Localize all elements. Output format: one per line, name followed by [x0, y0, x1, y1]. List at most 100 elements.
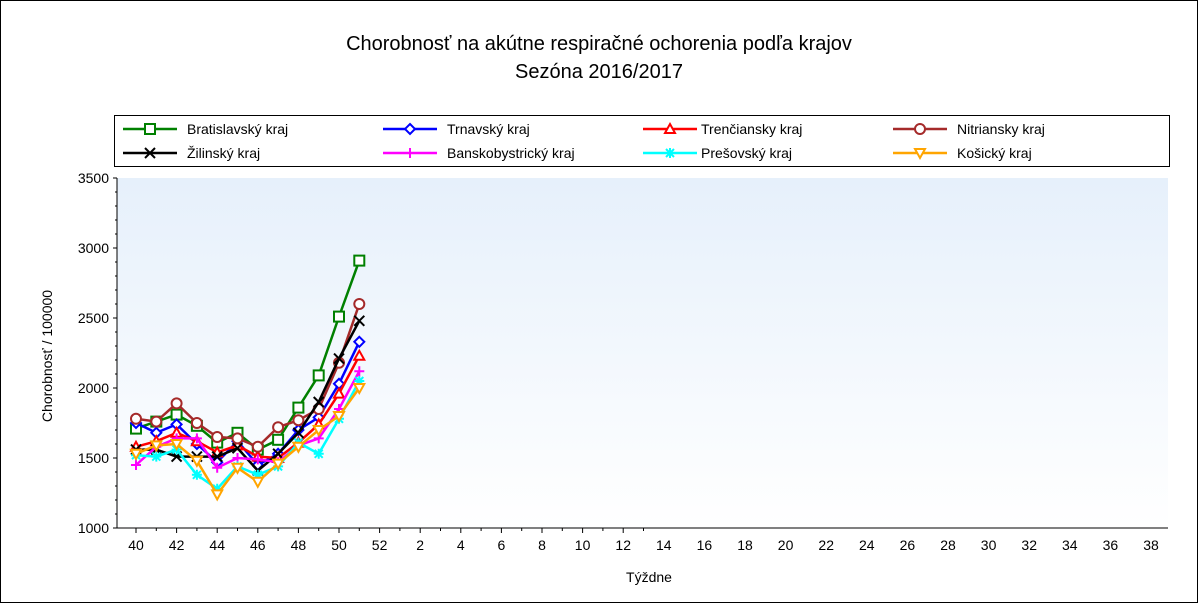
triangle-down-marker [291, 441, 306, 454]
star-marker [191, 469, 202, 480]
legend-swatch [123, 123, 177, 135]
plus-marker [232, 453, 243, 463]
star-marker [665, 148, 675, 158]
series-line [135, 380, 361, 491]
legend-swatch [643, 121, 697, 134]
square-marker [353, 254, 366, 267]
plot-area [117, 178, 1168, 528]
x-tick-label: 26 [900, 537, 916, 553]
circle-marker [251, 440, 264, 453]
legend-item: Žilinský kraj [121, 142, 371, 164]
x-tick-label: 2 [416, 537, 424, 553]
legend-item: Banskobystrický kraj [381, 142, 631, 164]
chart-legend: Bratislavský kraj Trnavský kraj Trenčiansk… [114, 115, 1170, 167]
legend-label: Nitriansky kraj [957, 121, 1045, 137]
y-tick-label: 1000 [78, 520, 109, 536]
legend-label: Košický kraj [957, 145, 1032, 161]
x-tick-label: 6 [498, 537, 506, 553]
y-tick-label: 3500 [78, 170, 109, 186]
triangle-marker [663, 121, 677, 134]
x-marker [272, 448, 284, 460]
legend-item: Košický kraj [891, 142, 1141, 164]
y-tick-label: 3000 [78, 240, 109, 256]
plus-marker [354, 366, 365, 377]
legend-item: Prešovský kraj [641, 142, 891, 164]
triangle-down-marker [271, 458, 285, 471]
triangle-down-marker [352, 383, 366, 396]
chart-subtitle: Sezóna 2016/2017 [515, 61, 683, 83]
x-marker [144, 147, 156, 159]
x-tick-label: 50 [331, 537, 347, 553]
chart-title-block: Chorobnosť na akútne respiračné ochoreni… [0, 30, 1198, 86]
x-tick-label: 12 [615, 537, 631, 553]
plus-marker [252, 454, 263, 465]
x-tick-label: 22 [818, 537, 834, 553]
x-tick-label: 44 [209, 537, 225, 553]
legend-item: Nitriansky kraj [891, 118, 1141, 140]
y-tick-label: 2500 [78, 310, 109, 326]
x-tick-label: 20 [778, 537, 794, 553]
x-marker [211, 450, 223, 463]
legend-swatch [643, 148, 697, 158]
plus-marker [405, 148, 415, 158]
legend-swatch [893, 123, 947, 135]
square-marker [312, 369, 325, 382]
x-axis-title: Týždne [626, 569, 672, 585]
x-tick-label: 52 [372, 537, 388, 553]
star-marker [151, 451, 162, 462]
circle-marker [914, 123, 926, 135]
square-marker [272, 433, 285, 446]
plus-marker [212, 462, 223, 473]
chart-title: Chorobnosť na akútne respiračné ochoreni… [346, 33, 852, 55]
triangle-down-marker [312, 425, 326, 438]
circle-marker [150, 415, 163, 428]
x-tick-label: 8 [538, 537, 546, 553]
x-marker [231, 442, 244, 454]
triangle-marker [332, 386, 346, 399]
legend-label: Žilinský kraj [187, 145, 261, 161]
star-marker [212, 483, 223, 494]
triangle-down-marker [230, 462, 245, 475]
legend-label: Bratislavský kraj [187, 121, 289, 137]
legend-label: Prešovský kraj [701, 145, 793, 161]
star-marker [252, 469, 263, 480]
legend-label: Trnavský kraj [447, 121, 530, 137]
x-tick-label: 24 [859, 537, 875, 553]
legend-item: Trenčiansky kraj [641, 118, 891, 140]
x-tick-label: 14 [656, 537, 672, 553]
triangle-down-marker [129, 448, 143, 461]
circle-marker [170, 397, 183, 410]
legend-label: Trenčiansky kraj [701, 121, 803, 137]
y-axis-title: Chorobnosť / 100000 [39, 290, 55, 422]
circle-marker [190, 417, 203, 429]
x-marker [333, 352, 345, 365]
square-marker [292, 401, 305, 414]
x-tick-label: 34 [1062, 537, 1078, 553]
x-tick-label: 18 [737, 537, 753, 553]
circle-marker [130, 412, 142, 425]
x-tick-label: 10 [575, 537, 591, 553]
star-marker [313, 448, 324, 459]
x-tick-label: 42 [169, 537, 185, 553]
x-tick-label: 16 [697, 537, 713, 553]
x-tick-label: 36 [1103, 537, 1119, 553]
x-marker [353, 315, 366, 327]
y-tick-label: 2000 [78, 380, 109, 396]
legend-swatch [383, 122, 437, 136]
circle-marker [231, 432, 244, 445]
x-tick-label: 28 [940, 537, 956, 553]
circle-marker [292, 414, 305, 427]
x-marker [292, 427, 305, 439]
x-tick-label: 40 [128, 537, 144, 553]
legend-swatch [123, 147, 177, 159]
x-marker [312, 396, 325, 408]
triangle-marker [352, 348, 366, 361]
plus-marker [131, 460, 141, 470]
x-tick-label: 38 [1143, 537, 1159, 553]
plus-marker [191, 433, 202, 444]
legend-item: Bratislavský kraj [121, 118, 371, 140]
legend-label: Banskobystrický kraj [447, 145, 575, 161]
legend-swatch [893, 148, 947, 161]
circle-marker [211, 431, 224, 443]
